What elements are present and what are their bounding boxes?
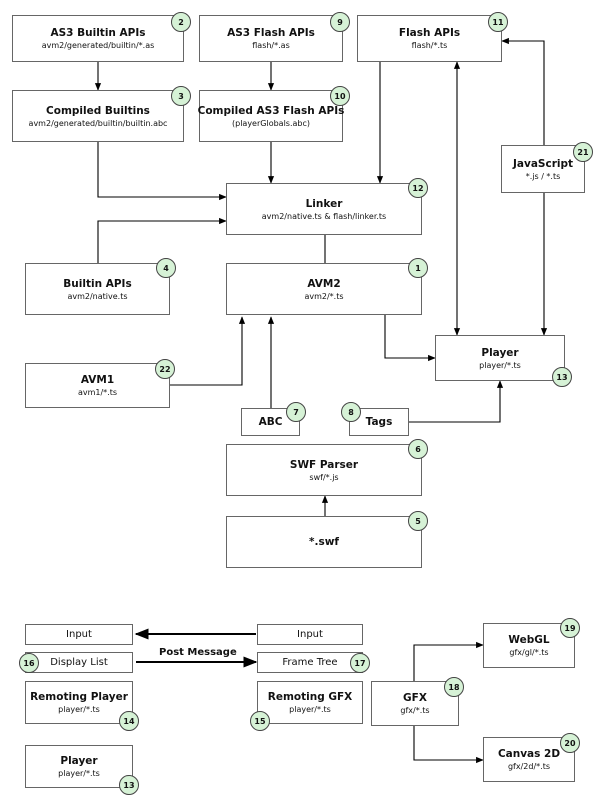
- badge: 9: [330, 12, 350, 32]
- node-subtitle: gfx/*.ts: [400, 706, 430, 715]
- node-title: Input: [66, 628, 92, 640]
- edge-avm1-avm2: [170, 316, 246, 386]
- node-player-bottom: Player player/*.ts: [25, 745, 133, 788]
- node-subtitle: player/*.ts: [289, 705, 331, 714]
- node-swf: *.swf: [226, 516, 422, 568]
- node-title: Player: [481, 346, 519, 359]
- edge-javascript-flashapis: [501, 37, 545, 145]
- node-javascript: JavaScript *.js / *.ts: [501, 145, 585, 193]
- badge: 17: [350, 653, 370, 673]
- node-title: Flash APIs: [398, 27, 461, 39]
- node-title: GFX: [403, 692, 427, 704]
- node-avm2: AVM2 avm2/*.ts: [226, 263, 422, 315]
- node-title: Frame Tree: [282, 656, 338, 668]
- badge: 4: [156, 258, 176, 278]
- node-subtitle: player/*.ts: [479, 360, 521, 370]
- node-title: Display List: [50, 656, 108, 668]
- edge-gfx-webgl: [413, 641, 484, 681]
- badge: 14: [119, 711, 139, 731]
- node-title: Remoting GFX: [267, 691, 353, 703]
- edge-builtinapis-linker: [97, 217, 227, 263]
- node-frame-tree: Frame Tree: [257, 652, 363, 673]
- edge-avm2-player: [384, 315, 436, 362]
- node-subtitle: player/*.ts: [58, 705, 100, 714]
- node-title: Tags: [365, 416, 393, 428]
- node-subtitle: avm2/native.ts: [67, 291, 128, 301]
- badge: 11: [488, 12, 508, 32]
- node-builtin-apis: Builtin APIs avm2/native.ts: [25, 263, 170, 315]
- node-title: WebGL: [508, 634, 550, 646]
- node-swf-parser: SWF Parser swf/*.js: [226, 444, 422, 496]
- badge: 8: [341, 402, 361, 422]
- node-title: AVM1: [80, 374, 115, 386]
- node-subtitle: avm2/generated/builtin/builtin.abc: [28, 118, 168, 128]
- node-title: ABC: [258, 416, 283, 428]
- edge-tags-player: [409, 380, 504, 423]
- badge: 22: [155, 359, 175, 379]
- node-title: AS3 Builtin APIs: [50, 27, 146, 39]
- badge: 1: [408, 258, 428, 278]
- node-subtitle: (playerGlobals.abc): [232, 118, 310, 128]
- badge: 18: [444, 677, 464, 697]
- node-compiled-flash-apis: Compiled AS3 Flash APIs (playerGlobals.a…: [197, 90, 345, 142]
- badge: 3: [171, 86, 191, 106]
- node-title: Compiled AS3 Flash APIs: [197, 104, 345, 117]
- badge: 20: [560, 733, 580, 753]
- node-title: Player: [60, 755, 98, 767]
- node-title: Remoting Player: [30, 691, 128, 703]
- node-subtitle: flash/*.as: [252, 41, 290, 50]
- node-input-left: Input: [25, 624, 133, 645]
- node-player: Player player/*.ts: [435, 335, 565, 381]
- node-subtitle: gfx/gl/*.ts: [509, 648, 549, 657]
- node-remoting-gfx: Remoting GFX player/*.ts: [257, 681, 363, 724]
- node-subtitle: player/*.ts: [58, 769, 100, 778]
- node-input-right: Input: [257, 624, 363, 645]
- node-title: JavaScript: [512, 157, 574, 170]
- badge: 15: [250, 711, 270, 731]
- edge-compiled-linker: [97, 142, 227, 201]
- badge: 13: [119, 775, 139, 795]
- badge: 12: [408, 178, 428, 198]
- node-title: Linker: [305, 197, 343, 210]
- node-flash-apis: Flash APIs flash/*.ts: [357, 15, 502, 62]
- node-title: Input: [297, 628, 323, 640]
- badge: 16: [19, 653, 39, 673]
- badge: 19: [560, 618, 580, 638]
- node-canvas2d: Canvas 2D gfx/2d/*.ts: [483, 737, 575, 782]
- node-subtitle: flash/*.ts: [411, 41, 448, 50]
- edge-gfx-canvas: [413, 726, 484, 764]
- node-webgl: WebGL gfx/gl/*.ts: [483, 623, 575, 668]
- node-title: SWF Parser: [289, 458, 359, 471]
- node-as3-flash-apis: AS3 Flash APIs flash/*.as: [199, 15, 343, 62]
- node-display-list: Display List: [25, 652, 133, 673]
- badge: 13: [552, 367, 572, 387]
- node-subtitle: avm2/*.ts: [304, 291, 344, 301]
- node-subtitle: gfx/2d/*.ts: [507, 762, 551, 771]
- node-subtitle: avm2/native.ts & flash/linker.ts: [261, 211, 387, 221]
- badge: 21: [573, 142, 593, 162]
- node-title: *.swf: [309, 536, 339, 548]
- post-message-label: Post Message: [159, 647, 237, 658]
- badge: 6: [408, 439, 428, 459]
- badge: 2: [171, 12, 191, 32]
- node-title: AVM2: [307, 277, 341, 290]
- node-as3-builtin-apis: AS3 Builtin APIs avm2/generated/builtin/…: [12, 15, 184, 62]
- node-title: AS3 Flash APIs: [227, 27, 315, 39]
- node-subtitle: avm2/generated/builtin/*.as: [41, 41, 155, 50]
- node-subtitle: avm1/*.ts: [77, 388, 118, 397]
- node-compiled-builtins: Compiled Builtins avm2/generated/builtin…: [12, 90, 184, 142]
- node-title: Canvas 2D: [497, 748, 561, 760]
- node-subtitle: swf/*.js: [309, 472, 339, 482]
- node-subtitle: *.js / *.ts: [525, 171, 561, 181]
- node-remoting-player: Remoting Player player/*.ts: [25, 681, 133, 724]
- node-linker: Linker avm2/native.ts & flash/linker.ts: [226, 183, 422, 235]
- badge: 10: [330, 86, 350, 106]
- badge: 5: [408, 511, 428, 531]
- node-title: Compiled Builtins: [46, 104, 150, 117]
- badge: 7: [286, 402, 306, 422]
- node-avm1: AVM1 avm1/*.ts: [25, 363, 170, 408]
- node-title: Builtin APIs: [63, 277, 132, 290]
